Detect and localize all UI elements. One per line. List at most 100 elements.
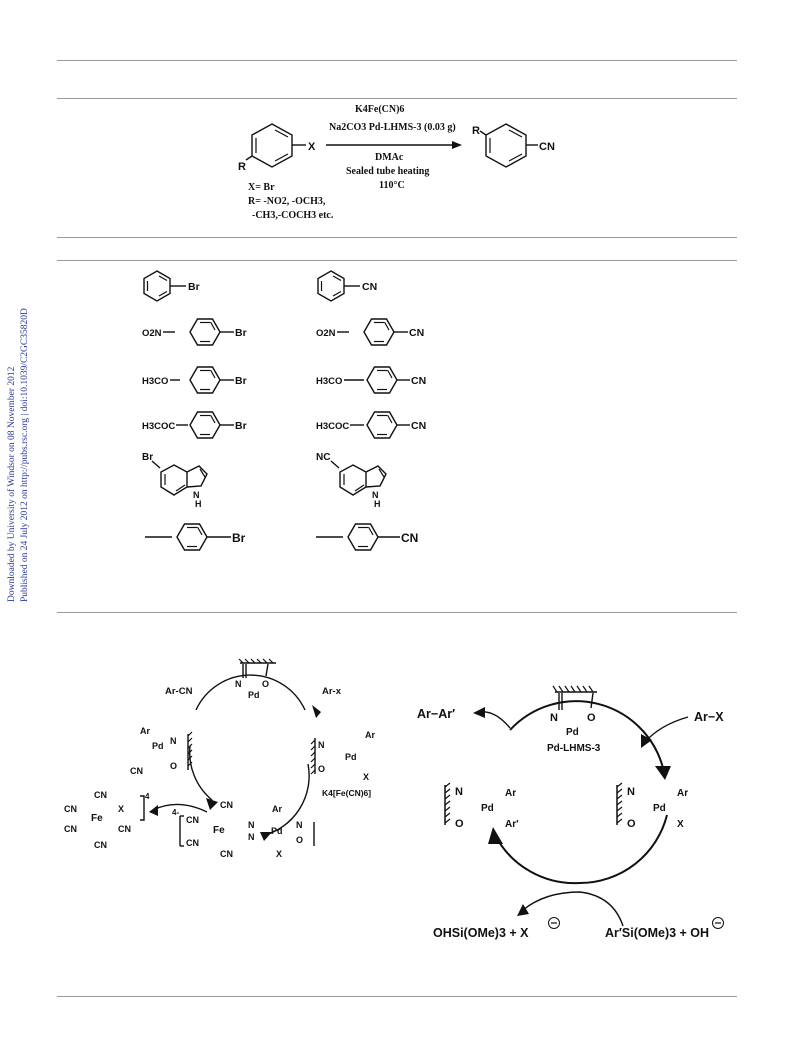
o-label: O [455, 818, 464, 830]
cycle-arrowhead [655, 766, 671, 780]
ar-label: Ar [677, 788, 688, 799]
substituent-pre: H3COC [316, 421, 349, 432]
charge-label: 4- [172, 808, 179, 817]
o-label: O [627, 818, 636, 830]
substrate-r-label: R [238, 161, 246, 173]
substituent-post: H [374, 499, 381, 509]
silanol-byproduct: OHSi(OMe)3 + X [433, 926, 529, 940]
solvent-label: DMAc [375, 152, 404, 163]
o-label: O [262, 679, 269, 689]
minus-charge-icon [548, 917, 560, 929]
x-definition: X= Br [248, 182, 275, 193]
substituent-post: CN [411, 420, 426, 432]
cycle-arrowhead [641, 734, 652, 748]
r-definition-2: -CH3,-COCH3 etc. [252, 210, 334, 221]
rule-table-top [57, 260, 737, 261]
cycle-arrowhead [206, 798, 218, 810]
ar-x-reactant: Ar−X [694, 710, 724, 724]
sidebar-line-2[interactable]: Published on 24 July 2012 on http://pubs… [20, 308, 30, 602]
table-row: H3CO Br H3CO CN [142, 366, 426, 394]
fe-pd-complex: 4- CN CN CN CN Fe N N Pd Ar X N O [172, 800, 315, 859]
x-label: X [276, 849, 282, 859]
substituent-pre: H3COC [142, 421, 175, 432]
x-label: X [677, 819, 684, 830]
sidebar-line-1[interactable]: Downloaded by University of Windsor on 0… [6, 366, 17, 602]
n-label: N [248, 832, 255, 842]
cycle-arrowhead [312, 705, 321, 718]
table-row: H3COC Br H3COC CN [142, 411, 426, 439]
rule-scheme-bottom [57, 237, 737, 238]
ar-ar-product: Ar−Ar′ [417, 707, 455, 721]
cn-label: CN [94, 790, 107, 800]
cycle-arrowhead [488, 827, 503, 844]
condition-temperature: 110°C [379, 180, 405, 191]
charge-label: 4 [145, 792, 150, 801]
condition-heating: Sealed tube heating [346, 166, 429, 177]
reaction-scheme: X R K4Fe(CN)6 Na2CO3 Pd-LHMS-3 (0.03 g) … [238, 104, 555, 221]
cn-label: CN [186, 815, 199, 825]
pd-complex-right: N O Pd Ar X [616, 782, 688, 830]
catalytic-cycle-hiyama: N O Pd Pd-LHMS-3 Ar−Ar′ Ar−X N O Pd Ar A… [417, 685, 724, 940]
rule-scheme-top [57, 98, 737, 99]
cycle-arrowhead [260, 832, 272, 841]
rule-bottom [57, 996, 737, 997]
substituent-post: Br [188, 281, 200, 293]
silane-reagent: Ar′Si(OMe)3 + OH [605, 926, 709, 940]
product-r-label: R [472, 125, 480, 137]
substrate-x-label: X [308, 141, 316, 153]
substituent-post: Br [235, 420, 247, 432]
table-row: Br CN [145, 523, 418, 551]
n-label: N [550, 712, 558, 724]
substrate-benzene [245, 123, 306, 168]
substituent-post: Br [232, 531, 246, 545]
substrate-table: Br CN O2N Br O2N CN H3CO Br H3CO CN H3CO… [142, 270, 426, 551]
table-row: Br CN [143, 270, 377, 302]
pd-lhms-top: N O Pd [235, 658, 276, 700]
substituent-post: H [195, 499, 202, 509]
ar-cn-product: Ar-CN [165, 686, 193, 697]
ferrocyanide: CN CN X Fe CN CN CN 4 [64, 790, 208, 850]
substituent-post: CN [411, 375, 426, 387]
indole-nh: N [372, 490, 379, 500]
pd-label: Pd [481, 803, 494, 814]
substituent-post: Br [235, 327, 247, 339]
product-benzene [479, 123, 538, 168]
reagent-k4fecn6: K4Fe(CN)6 [355, 104, 404, 115]
o-label: O [296, 835, 303, 845]
cycle-arc [509, 700, 664, 769]
x-label: X [118, 804, 124, 814]
substituent-pre: O2N [316, 328, 336, 339]
substituent-pre: O2N [142, 328, 162, 339]
ar-label: Ar [365, 730, 375, 740]
ar-x-reactant: Ar-x [322, 686, 342, 697]
n-label: N [235, 679, 242, 689]
substituent-pre: NC [316, 452, 330, 463]
minus-charge-icon [712, 917, 724, 929]
cn-label: CN [220, 800, 233, 810]
reaction-arrow [326, 141, 462, 149]
ar-prime-label: Ar′ [505, 819, 519, 830]
k4fecn6-reagent: K4[Fe(CN)6] [322, 788, 371, 798]
table-row: Br N H NC N H [142, 452, 387, 509]
cycle-arrowhead [473, 707, 485, 718]
substituent-post: CN [401, 531, 418, 545]
cn-label: CN [186, 838, 199, 848]
pd-lhms-3-catalyst: N O Pd Pd-LHMS-3 [547, 685, 601, 754]
cn-label: CN [64, 804, 77, 814]
o-label: O [587, 712, 596, 724]
o-label: O [318, 764, 325, 774]
substituent-pre: H3CO [316, 376, 342, 387]
n-label: N [318, 740, 325, 750]
catalyst-label: Pd-LHMS-3 [547, 743, 601, 754]
pd-complex-left: Ar Pd N O CN [130, 726, 193, 776]
pd-label: Pd [566, 727, 579, 738]
fe-label: Fe [91, 813, 103, 824]
substituent-post: Br [235, 375, 247, 387]
pd-label: Pd [653, 803, 666, 814]
sidebar-citation: Downloaded by University of Windsor on 0… [0, 270, 46, 610]
n-label: N [170, 736, 177, 746]
pd-label: Pd [271, 826, 283, 836]
cn-label: CN [130, 766, 143, 776]
product-cn-label: CN [539, 141, 555, 153]
ar-label: Ar [140, 726, 150, 736]
